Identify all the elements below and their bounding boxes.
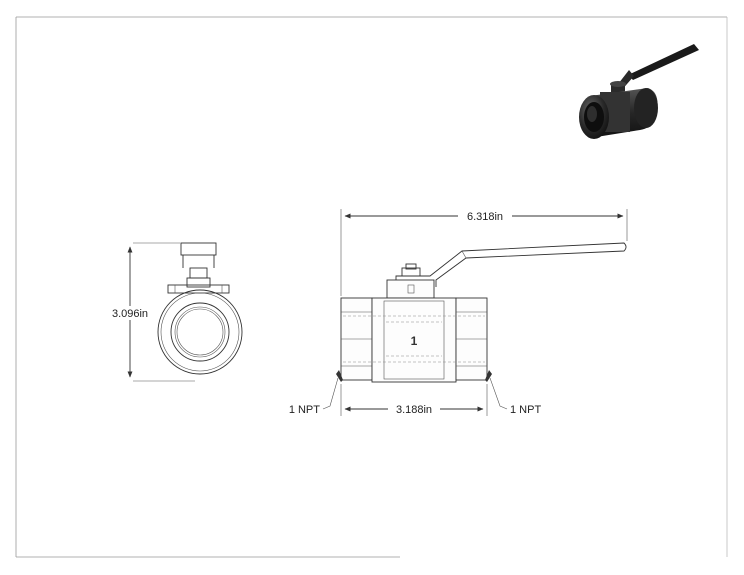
part-number-label: 1 xyxy=(411,334,418,348)
drawing-frame xyxy=(15,16,728,558)
front-view: 1 6.318in 3.188in 1 NPT 1 NPT xyxy=(289,209,628,416)
isometric-render xyxy=(579,44,699,139)
end-view: 3.096in xyxy=(112,242,243,382)
body-length-label: 3.188in xyxy=(396,404,432,416)
height-dimension-label: 3.096in xyxy=(112,308,148,320)
left-thread-callout: 1 NPT xyxy=(289,404,320,416)
right-thread-callout: 1 NPT xyxy=(510,404,541,416)
overall-length-label: 6.318in xyxy=(467,211,503,223)
